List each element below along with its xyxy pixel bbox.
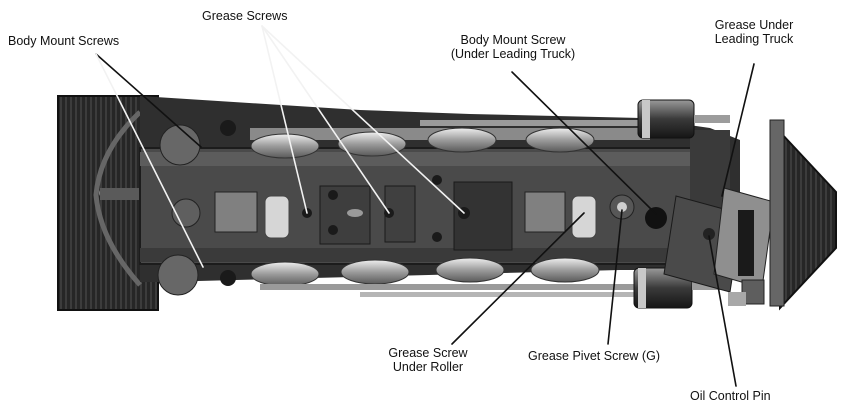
label-grease-under-leading-truck: Grease Under Leading Truck (694, 18, 814, 46)
motor-top (637, 99, 730, 139)
leader-grease-under-truck (721, 63, 755, 197)
pilot-cowcatcher (728, 119, 837, 311)
lower-driving-wheels (250, 257, 660, 297)
leader-body-mount-bottom (95, 53, 204, 268)
label-body-mount-screw-line1: Body Mount Screw (460, 33, 566, 47)
leader-grease-screw-3 (261, 25, 465, 214)
label-grease-under-leading-truck-line2: Leading Truck (714, 32, 794, 46)
label-grease-under-leading-truck-line1: Grease Under (714, 18, 794, 32)
leader-body-mount-top (95, 53, 202, 148)
upper-driving-wheels (250, 120, 650, 159)
leader-oil-control-pin (708, 235, 737, 387)
label-oil-control-pin: Oil Control Pin (690, 389, 771, 403)
label-grease-screws: Grease Screws (202, 9, 288, 23)
label-grease-screw-under-roller: Grease Screw Under Roller (380, 346, 476, 374)
pickup-rollers (214, 191, 597, 239)
leader-grease-screw-1 (261, 25, 308, 214)
leader-grease-under-roller (451, 212, 585, 345)
body-mount-plate-top (159, 124, 201, 166)
callout-leader-lines (95, 25, 755, 387)
leader-grease-pivet (607, 209, 623, 345)
label-grease-pivet-screw: Grease Pivet Screw (G) (528, 349, 660, 363)
label-body-mount-screws: Body Mount Screws (8, 34, 120, 48)
body-mount-plate-bottom (157, 254, 199, 296)
label-grease-screw-under-roller-line1: Grease Screw (388, 346, 468, 360)
leader-grease-screw-2 (261, 25, 390, 214)
label-grease-screw-under-roller-line2: Under Roller (392, 360, 464, 374)
label-body-mount-screw-under-leading-truck: Body Mount Screw (Under Leading Truck) (439, 33, 587, 61)
label-body-mount-screw-line2: (Under Leading Truck) (450, 47, 576, 61)
leader-body-mount-under-truck (511, 71, 657, 215)
